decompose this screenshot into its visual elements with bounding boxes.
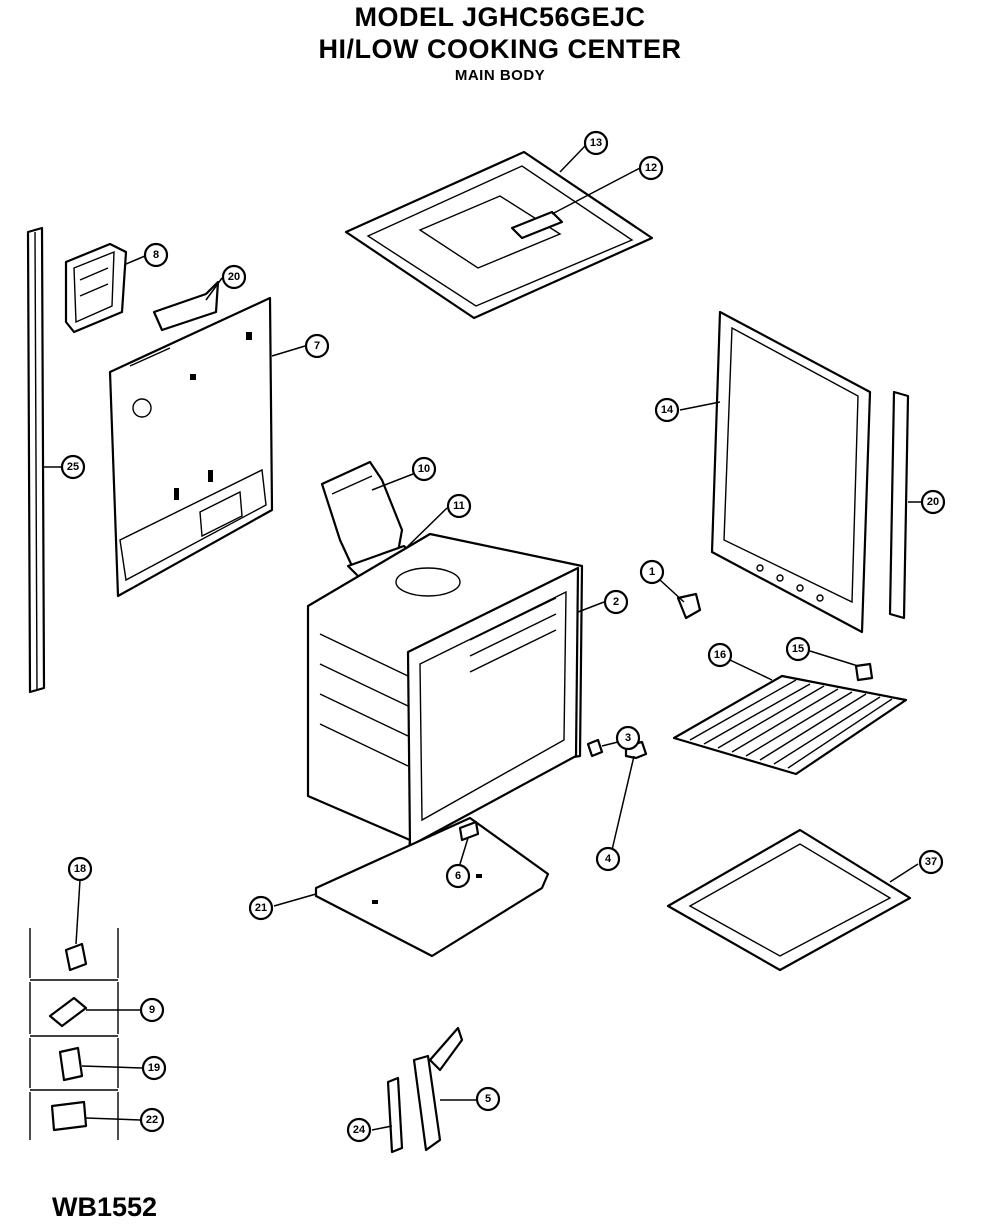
svg-text:9: 9 (149, 1004, 155, 1016)
callout-7: 7 (304, 333, 330, 359)
svg-text:20: 20 (927, 496, 939, 508)
callout-11: 11 (446, 493, 472, 519)
callout-2: 2 (603, 589, 629, 615)
svg-text:25: 25 (67, 461, 79, 473)
part-9-clip (48, 996, 88, 1028)
callout-4: 4 (595, 846, 621, 872)
part-18-clip (64, 942, 88, 972)
section-title: MAIN BODY (454, 67, 546, 84)
part-15-rack-stop (854, 662, 874, 682)
part-10-duct (320, 460, 404, 568)
part-14-door-panel (710, 310, 872, 634)
part-37-broiler-pan (666, 828, 912, 972)
callout-13: 13 (583, 130, 609, 156)
svg-text:13: 13 (590, 137, 602, 149)
svg-text:3: 3 (625, 732, 631, 744)
callout-19: 19 (141, 1055, 167, 1081)
svg-text:14: 14 (661, 404, 674, 416)
part-20-bracket (152, 280, 220, 332)
callout-5: 5 (475, 1086, 501, 1112)
callout-18: 18 (67, 856, 93, 882)
part-19-clip (58, 1046, 84, 1082)
svg-text:15: 15 (792, 643, 804, 655)
product-title: HI/LOW COOKING CENTER (318, 34, 682, 64)
callout-22: 22 (139, 1107, 165, 1133)
callout-20-right: 20 (920, 489, 946, 515)
svg-text:18: 18 (74, 863, 86, 875)
svg-text:16: 16 (714, 649, 726, 661)
part-12-burner-plate (510, 210, 564, 240)
callout-10: 10 (411, 456, 437, 482)
svg-text:4: 4 (605, 853, 612, 865)
part-16-oven-rack (672, 674, 908, 776)
svg-text:37: 37 (925, 856, 937, 868)
part-22-clip (50, 1100, 88, 1132)
model-title: MODEL JGHC56GEJC (354, 2, 646, 32)
svg-text:5: 5 (485, 1093, 491, 1105)
svg-text:24: 24 (353, 1124, 366, 1136)
callout-3: 3 (615, 725, 641, 751)
svg-text:7: 7 (314, 340, 320, 352)
part-8-control-box (64, 242, 128, 334)
part-24-hinge-plate (386, 1076, 404, 1154)
svg-text:6: 6 (455, 870, 461, 882)
part-21-base-plate (314, 816, 550, 958)
svg-text:10: 10 (418, 463, 430, 475)
svg-text:1: 1 (649, 566, 655, 578)
callout-25: 25 (60, 454, 86, 480)
svg-text:20: 20 (228, 271, 240, 283)
callout-21: 21 (248, 895, 274, 921)
callout-9: 9 (139, 997, 165, 1023)
callout-24: 24 (346, 1117, 372, 1143)
svg-text:8: 8 (153, 249, 159, 261)
svg-text:12: 12 (645, 162, 657, 174)
svg-text:11: 11 (453, 500, 465, 512)
part-6-clip (458, 820, 480, 842)
part-13-cooktop (344, 150, 654, 320)
svg-text:2: 2 (613, 596, 619, 608)
leader-lines (42, 145, 922, 1131)
callout-1: 1 (639, 559, 665, 585)
callout-8: 8 (143, 242, 169, 268)
svg-text:21: 21 (255, 902, 267, 914)
callout-12: 12 (638, 155, 664, 181)
part-1-knob (676, 592, 702, 620)
callout-37: 37 (918, 849, 944, 875)
callout-6: 6 (445, 863, 471, 889)
callout-15: 15 (785, 636, 811, 662)
part-3-stop (586, 738, 604, 758)
svg-text:19: 19 (148, 1062, 160, 1074)
callout-16: 16 (707, 642, 733, 668)
part-7-rear-panel (108, 296, 274, 598)
part-25-side-trim (26, 226, 46, 694)
part-5-hinge (412, 1026, 464, 1152)
part-2-oven-body (306, 532, 584, 868)
callout-14: 14 (654, 397, 680, 423)
part-20-door-trim (888, 390, 910, 620)
small-parts-column (29, 928, 119, 1140)
callout-20-left: 20 (221, 264, 247, 290)
svg-text:22: 22 (146, 1114, 158, 1126)
diagram-code: WB1552 (52, 1192, 158, 1222)
